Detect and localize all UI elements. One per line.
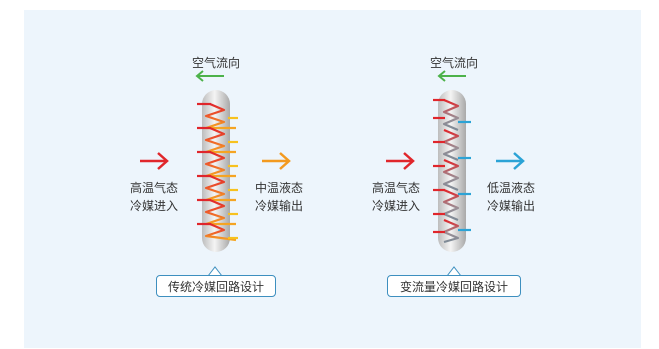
right-airflow-label: 空气流向	[429, 56, 478, 70]
left-outlet-stubs	[228, 116, 238, 240]
left-design-label: 传统冷媒回路设计	[156, 275, 276, 297]
left-inlet-arrow-icon	[140, 152, 169, 170]
right-design-label: 变流量冷媒回路设计	[387, 275, 521, 297]
right-inlet-arrow-icon	[386, 152, 415, 170]
left-airflow-arrow-icon	[195, 70, 224, 82]
right-input-label-line1: 高温气态	[371, 181, 420, 195]
right-output-label-line1: 低温液态	[486, 181, 535, 195]
right-output-label-line2: 冷媒输出	[486, 199, 535, 213]
right-label-pointer	[446, 266, 462, 277]
right-airflow-arrow-icon	[437, 70, 466, 82]
left-output-label-line1: 中温液态	[254, 181, 303, 195]
left-input-label-line1: 高温气态	[129, 181, 178, 195]
left-airflow-label: 空气流向	[191, 56, 240, 70]
right-outlet-arrow-icon	[496, 152, 525, 170]
right-inlet-stubs	[433, 98, 445, 234]
diagram-panel	[24, 10, 641, 348]
right-input-label-line2: 冷媒进入	[371, 199, 420, 213]
left-input-label-line2: 冷媒进入	[129, 199, 178, 213]
left-label-pointer	[207, 266, 223, 277]
right-outlet-stubs	[458, 120, 471, 232]
left-inlet-stubs	[197, 102, 211, 226]
left-outlet-arrow-icon	[262, 152, 291, 170]
left-output-label-line2: 冷媒输出	[254, 199, 303, 213]
